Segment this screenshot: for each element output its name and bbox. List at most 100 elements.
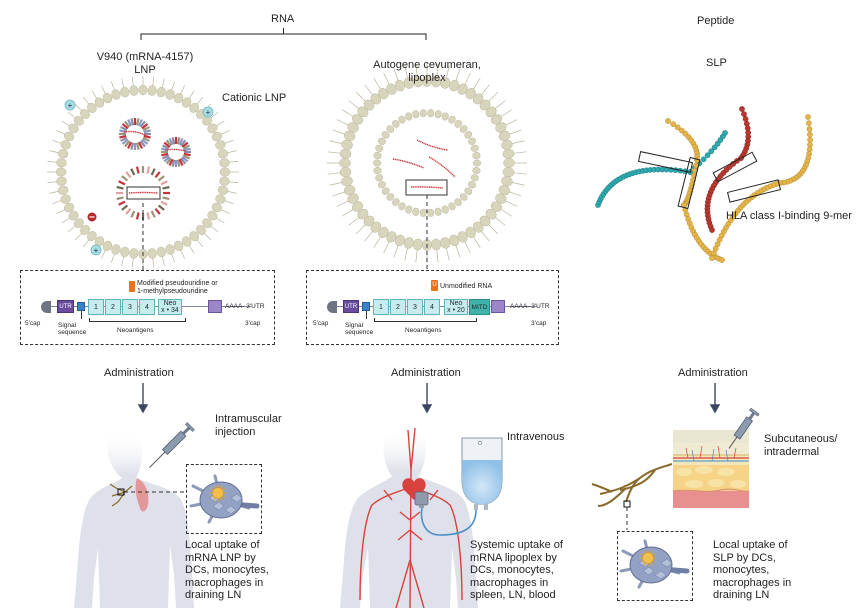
uptake-line: Systemic uptake of (470, 539, 563, 551)
five-prime-cap-icon (327, 301, 337, 313)
polya-tail-label: AAAA- 3'UTR (510, 303, 550, 310)
neoantigen-segment-2: 2 (105, 299, 121, 315)
header-peptide: Peptide (697, 15, 735, 27)
cationic-lnp-particle: + + + (47, 76, 239, 268)
neoantigen-segment-4: 4 (424, 299, 440, 315)
administration-label-3: Administration (678, 367, 748, 379)
uptake-line: Local uptake of (713, 539, 788, 551)
three-prime-cap-label: 3'cap (245, 320, 261, 327)
five-prime-cap-label: 5'cap (25, 320, 41, 327)
lipoplex-particle (327, 63, 527, 263)
signal-sequence-block (362, 302, 370, 311)
modification-label-line1: Modified pseudouridine or (137, 280, 218, 287)
neoantigens-label: Neoantigens (117, 327, 154, 334)
slp-title: SLP (706, 57, 727, 69)
neoantigen-segment-1: 1 (373, 299, 389, 315)
uptake-line: monocytes, (713, 564, 770, 576)
neoantigen-segment-neo: Neo x • 34 (158, 299, 182, 315)
header-rna: RNA (271, 13, 295, 25)
v940-title-line1: V940 (mRNA-4157) (96, 51, 194, 63)
svg-text:+: + (68, 101, 73, 110)
route-subcutaneous: Subcutaneous/ intradermal (764, 433, 837, 458)
syringe-icon (149, 422, 195, 468)
uptake-line: DCs, monocytes, (185, 564, 269, 576)
modification-label-line2: 1-methylpseudouridine (137, 288, 208, 295)
uptake-description-2: Systemic uptake of mRNA lipoplex by DCs,… (470, 539, 563, 602)
mrna-construct-lipoplex: U Unmodified RNA UTR 1 2 3 4 Neo x • 20 … (306, 270, 559, 345)
uptake-description-1: Local uptake of mRNA LNP by DCs, monocyt… (185, 539, 269, 602)
three-prime-utr-block (208, 300, 222, 313)
heart-icon (402, 478, 426, 500)
neo-label: Neo (449, 300, 463, 307)
neo-label: Neo (163, 300, 177, 307)
administration-arrows (137, 383, 721, 414)
uptake-line: draining LN (713, 589, 770, 601)
autogene-title-line2: lipoplex (408, 72, 446, 84)
administration-label-2: Administration (391, 367, 461, 379)
human-body-iv (340, 426, 478, 608)
neoantigen-segment-3: 3 (122, 299, 138, 315)
signal-tick (365, 311, 367, 319)
neoantigen-segment-2: 2 (390, 299, 406, 315)
three-prime-utr-block (491, 300, 505, 313)
lymph-node-inset-3 (617, 531, 693, 601)
svg-text:+: + (206, 108, 211, 117)
route-intramuscular: Intramuscular injection (215, 413, 282, 438)
uptake-line: macrophages in (713, 576, 792, 589)
neo-count: x • 34 (161, 307, 179, 314)
unmodified-uridine-icon: U (431, 280, 438, 291)
neoantigens-bracket (89, 318, 186, 322)
uptake-line: SLP by DCs, (713, 551, 776, 564)
syringe-icon (728, 407, 760, 449)
mitd-block: MITD (469, 299, 490, 315)
signal-tick (80, 311, 82, 319)
lymph-node-cell-icon (189, 474, 260, 524)
lymphatic-vessels (591, 463, 673, 507)
human-body-im (74, 430, 194, 608)
uptake-line: mRNA lipoplex by (470, 551, 557, 564)
neo-count: x • 20 (447, 307, 465, 314)
signal-sequence-block (77, 302, 85, 311)
uptake-line: draining LN (185, 589, 242, 601)
route-line1: Intramuscular (215, 413, 282, 425)
lymph-node-inset-1 (186, 464, 262, 534)
neoantigen-segment-neo: Neo x • 20 (444, 299, 468, 315)
neoantigen-segment-1: 1 (88, 299, 104, 315)
route-intravenous: Intravenous (507, 431, 565, 443)
uptake-line: mRNA LNP by (185, 551, 256, 564)
modified-nucleoside-icon (129, 281, 135, 292)
rna-bracket (140, 28, 427, 40)
v940-title-line2: LNP (134, 64, 156, 76)
signal-label-line2: sequence (345, 329, 374, 336)
svg-text:+: + (94, 246, 99, 255)
neoantigens-label: Neoantigens (405, 327, 442, 334)
autogene-title: Autogene cevumeran, lipoplex (367, 59, 487, 85)
administration-label-1: Administration (104, 367, 174, 379)
v940-title: V940 (mRNA-4157) LNP (85, 51, 205, 77)
five-prime-cap-label: 5'cap (313, 320, 329, 327)
uptake-line: macrophages in (185, 576, 264, 589)
neoantigen-segment-3: 3 (407, 299, 423, 315)
polya-tail-label: AAAA- 3'UTR (225, 303, 265, 310)
uptake-line: macrophages in (470, 576, 549, 589)
iv-bag-icon (414, 437, 503, 536)
mrna-construct-lnp: Modified pseudouridine or 1-methylpseudo… (20, 270, 275, 345)
modification-label: Unmodified RNA (440, 283, 493, 290)
route-line2: injection (215, 425, 256, 438)
five-prime-cap-icon (41, 301, 51, 313)
neoantigen-segment-4: 4 (139, 299, 155, 315)
signal-label-line1: Signal (345, 322, 364, 329)
utr-block: UTR (57, 300, 74, 313)
uptake-description-3: Local uptake of SLP by DCs, monocytes, m… (713, 539, 791, 602)
lymph-node-cell-icon (619, 539, 690, 589)
route-line2: intradermal (764, 445, 820, 458)
route-line1: Subcutaneous/ (764, 433, 838, 445)
utr-block: UTR (343, 300, 359, 313)
uptake-line: spleen, LN, blood (470, 589, 556, 601)
slp-peptides (595, 106, 813, 263)
autogene-title-line1: Autogene cevumeran, (373, 59, 481, 71)
hla-9mer-label: HLA class I-binding 9-mer (726, 210, 852, 222)
signal-label-line1: Signal (58, 322, 77, 329)
three-prime-cap-label: 3'cap (531, 320, 547, 327)
